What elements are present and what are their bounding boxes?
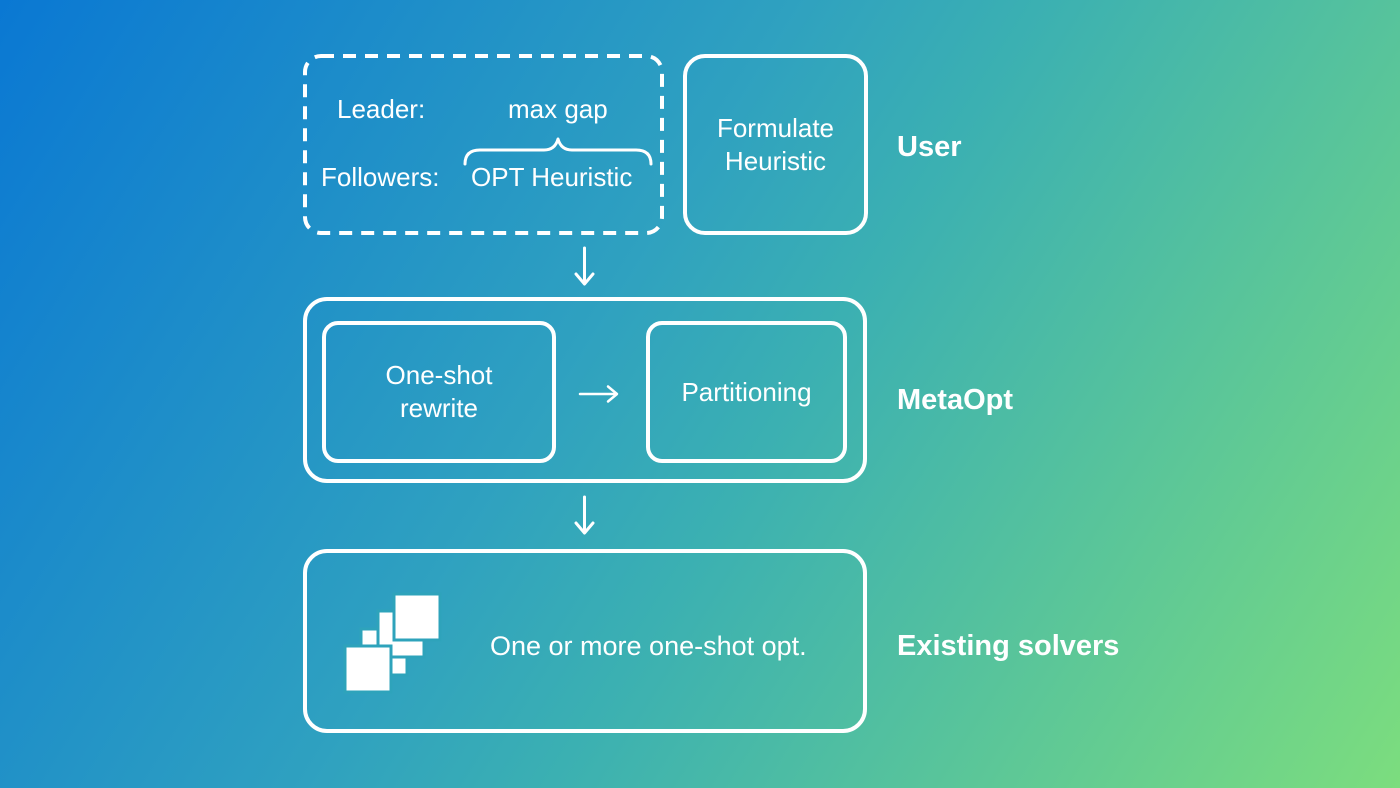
one-shot-rewrite-label-line1: One-shot: [385, 360, 493, 390]
existing-solvers-row-label: Existing solvers: [897, 630, 1120, 662]
down-arrow-icon: [574, 246, 595, 286]
right-arrow-icon: [578, 385, 619, 403]
user-row-label: User: [897, 131, 962, 163]
followers-label: Followers:: [321, 162, 440, 192]
down-arrow-icon: [574, 495, 595, 535]
formulate-heuristic-box: Formulate Heuristic: [683, 54, 868, 235]
partitioning-label: Partitioning: [681, 376, 812, 407]
stacked-squares-icon: [343, 592, 442, 694]
one-shot-rewrite-box: One-shot rewrite: [322, 321, 556, 463]
strategy-box-dashed-border: [303, 54, 664, 235]
leader-label: Leader:: [337, 94, 426, 124]
metaopt-row-label: MetaOpt: [897, 384, 1013, 416]
solvers-box-label: One or more one-shot opt.: [490, 631, 807, 661]
partitioning-box: Partitioning: [646, 321, 847, 463]
metaopt-outer-box: [303, 297, 867, 483]
followers-value: OPT Heuristic: [471, 162, 633, 192]
formulate-heuristic-label-line1: Formulate: [716, 112, 835, 143]
one-shot-rewrite-label-line2: rewrite: [399, 393, 478, 423]
leader-value: max gap: [508, 94, 608, 124]
over-brace-icon: [463, 137, 653, 166]
formulate-heuristic-label-line2: Heuristic: [724, 145, 827, 176]
existing-solvers-box: [303, 549, 867, 733]
